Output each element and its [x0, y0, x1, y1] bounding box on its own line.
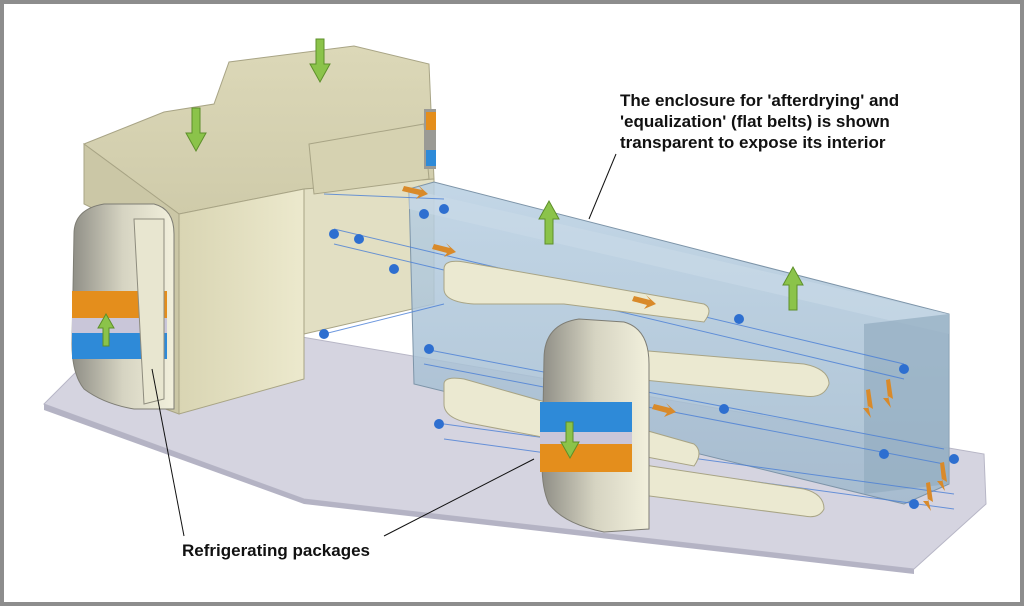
- arrow-down-icon: [560, 421, 580, 460]
- belt-rollers: [319, 204, 959, 509]
- arrow-up-icon: [97, 312, 115, 347]
- callout-line-2: 'equalization' (flat belts) is shown: [620, 112, 890, 131]
- arrow-down-icon: [309, 38, 331, 84]
- refrigerating-leader-right: [383, 458, 535, 537]
- flow-arrow-icon: [402, 185, 947, 511]
- refrigerating-packages-label: Refrigerating packages: [182, 541, 371, 560]
- callout-leader-line: [588, 153, 617, 220]
- dryer-diagram: [43, 38, 987, 574]
- refrigerating-package-left: [71, 203, 175, 410]
- callout-line-3: transparent to expose its interior: [620, 133, 886, 152]
- arrow-down-icon: [185, 107, 207, 153]
- refrigerating-leader-left: [151, 368, 185, 537]
- refrigerating-package-right: [540, 318, 650, 533]
- arrow-up-icon: [538, 199, 560, 245]
- callout-line-1: The enclosure for 'afterdrying' and: [620, 91, 900, 110]
- enclosure-callout: The enclosure for 'afterdrying' and 'equ…: [620, 90, 899, 153]
- arrow-up-icon: [782, 265, 804, 311]
